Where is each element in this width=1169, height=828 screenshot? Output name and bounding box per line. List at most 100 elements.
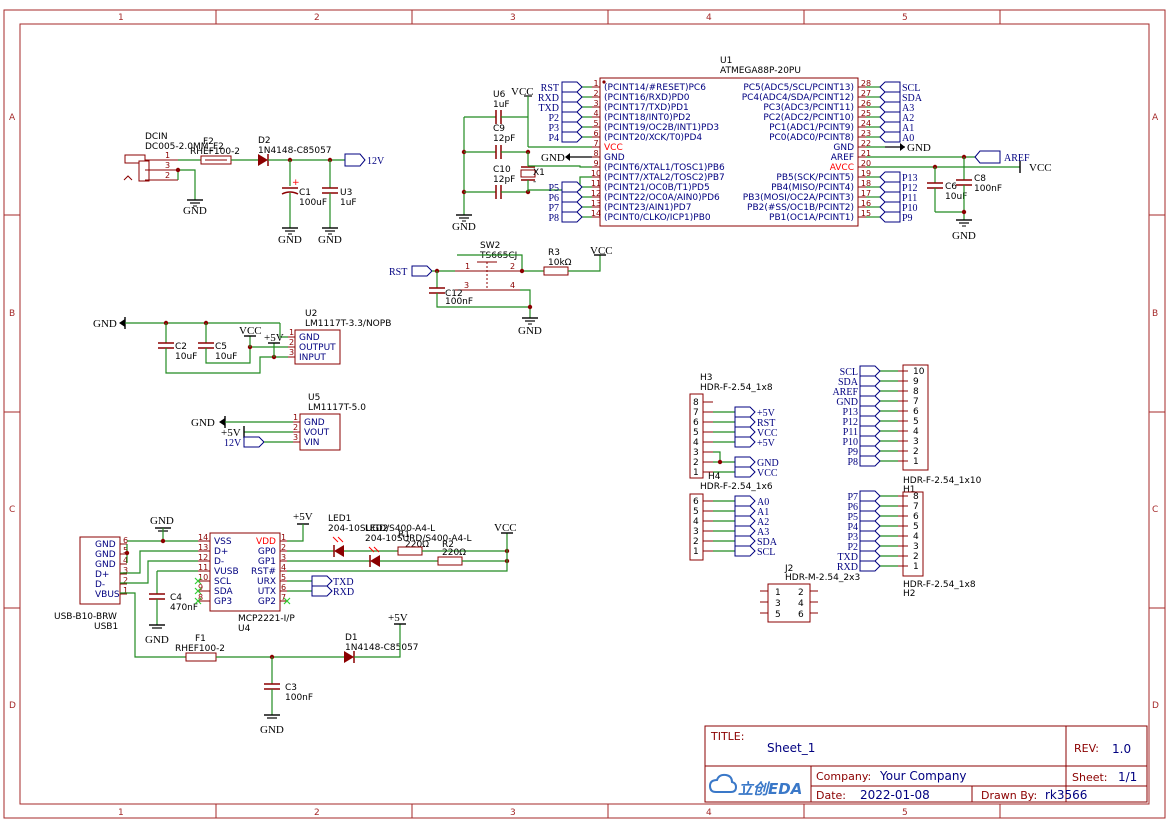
led-led2[interactable] — [368, 546, 380, 567]
net-port-aref — [974, 150, 1001, 164]
resistor-r1[interactable] — [397, 546, 423, 556]
header-net-label: GND — [757, 458, 779, 469]
header-net-label: P12 — [842, 417, 858, 428]
cap-c6[interactable] — [927, 182, 943, 189]
u4-pin-name: GP2 — [258, 597, 276, 607]
regulator-u5[interactable] — [299, 413, 341, 451]
dc-jack-symbol[interactable] — [123, 154, 178, 182]
cap-c8[interactable] — [956, 179, 972, 186]
header-net-label: P9 — [847, 447, 858, 458]
header-pin-num: 4 — [693, 438, 699, 448]
net-label: P9 — [902, 213, 913, 224]
fuse-f1[interactable] — [185, 652, 217, 662]
svg-text:5: 5 — [775, 610, 781, 620]
header-net-label: P5 — [847, 512, 858, 523]
header-net-label: P3 — [847, 532, 858, 543]
net-label: SCL — [902, 83, 920, 94]
cap-c1[interactable] — [281, 187, 299, 195]
row-label-d-right: D — [1152, 701, 1159, 711]
net-port — [879, 201, 901, 213]
cap-c12[interactable] — [429, 287, 445, 294]
f1-ref: F1 — [195, 634, 206, 644]
resistor-r2[interactable] — [437, 556, 463, 566]
led-led1[interactable] — [332, 536, 344, 557]
u4-pin-num: 8 — [198, 593, 203, 602]
usb-connector-usb1[interactable] — [79, 536, 121, 605]
gnd-symbol-reset: GND — [518, 317, 542, 337]
c5-ref: C5 — [215, 342, 227, 352]
header-pin-num: 9 — [913, 377, 919, 387]
svg-text:4: 4 — [798, 599, 804, 609]
u1-pin-num: 23 — [861, 129, 871, 138]
net-port — [561, 111, 583, 123]
h1-value: HDR-F-2.54_1x10 — [903, 476, 982, 486]
vcc-label-r3: VCC — [590, 245, 613, 257]
cap-c10[interactable] — [495, 185, 502, 199]
usb-bridge-u4[interactable] — [209, 532, 281, 612]
u1-pin-num: 12 — [591, 189, 601, 198]
net-12v-u5-label: 12V — [224, 438, 242, 449]
mcu-u1[interactable]: U1 ATMEGA88P-20PU 1(PCINT14/#RESET)PC62(… — [591, 56, 871, 227]
resistor-r3[interactable] — [543, 266, 569, 276]
net-label: P6 — [548, 193, 559, 204]
date-value: 2022-01-08 — [860, 788, 930, 802]
cap-u3[interactable] — [322, 187, 338, 194]
c9-ref: C9 — [493, 124, 505, 134]
u4-pin-num: 12 — [198, 553, 208, 562]
c9-value: 12pF — [493, 134, 515, 144]
d1-ref: D1 — [345, 633, 358, 643]
row-label-b: B — [9, 309, 15, 319]
header-h1[interactable]: HDR-F-2.54_1x10 H1 10SCL9SDA8AREF7GND6P1… — [832, 364, 982, 495]
svg-text:GND: GND — [299, 333, 320, 343]
net-port — [561, 181, 583, 193]
u4-pin-num: 10 — [198, 573, 208, 582]
header-pin-num: 7 — [913, 502, 919, 512]
title-block: TITLE: Sheet_1 REV: 1.0 Company: Your Co… — [704, 725, 1148, 803]
header-h2[interactable]: HDR-F-2.54_1x8 H2 8P77P66P55P44P33P22TXD… — [837, 490, 976, 599]
u1-pin-name: (PCINT18/INT0)PD2 — [604, 113, 691, 123]
net-port — [879, 211, 901, 223]
cap-c3[interactable] — [264, 683, 280, 690]
cap-u6[interactable] — [495, 110, 502, 124]
net-port — [561, 211, 583, 223]
x1-ref: X1 — [533, 168, 545, 178]
regulator-u2[interactable] — [294, 329, 341, 365]
header-net-label: VCC — [757, 428, 778, 439]
header-j2[interactable]: J2 HDR-M-2.54_2x3 1 2 3 4 5 6 — [760, 564, 860, 623]
u1-pin-name: PC1(ADC1/PCINT9) — [769, 123, 854, 133]
header-pin-num: 5 — [913, 522, 919, 532]
cap-c4[interactable] — [149, 593, 165, 600]
dcin-pin-1: 1 — [165, 151, 170, 160]
r3-ref: R3 — [548, 248, 560, 258]
u4-pin-name: VSS — [214, 537, 232, 547]
c4-ref: C4 — [170, 593, 182, 603]
u1-pin-num: 4 — [593, 109, 598, 118]
u1-pin-name: (PCINT14/#RESET)PC6 — [604, 83, 706, 93]
net-12v-label: 12V — [367, 156, 385, 167]
net-label: P11 — [902, 193, 917, 204]
c10-ref: C10 — [493, 165, 511, 175]
cap-c9[interactable] — [495, 145, 502, 159]
c6-value: 10uF — [945, 192, 967, 202]
cap-c2[interactable] — [158, 342, 174, 349]
u1-pin-num: 10 — [591, 169, 601, 178]
u1-pin-name: PC2(ADC2/PCINT10) — [763, 113, 854, 123]
gnd-symbol-c3: GND — [260, 714, 284, 736]
u1-pin-name: AREF — [831, 153, 854, 163]
gnd-label-u2: GND — [93, 318, 117, 330]
col-label-1-bottom: 1 — [118, 808, 124, 818]
net-label: P2 — [548, 113, 559, 124]
cap-c5[interactable] — [198, 342, 214, 349]
u4-pin-num: 11 — [198, 563, 208, 572]
switch-sw2[interactable] — [455, 261, 520, 291]
header-net-label: P8 — [847, 457, 858, 468]
dcin-pin-2: 2 — [165, 171, 170, 180]
title-value: Sheet_1 — [767, 741, 815, 755]
c5-value: 10uF — [215, 352, 237, 362]
header-pin-num: 4 — [913, 532, 919, 542]
u4-pin-num: 2 — [281, 543, 286, 552]
u1-pin-num: 11 — [591, 179, 601, 188]
dc-input-section: DCIN DC005-2.0MM_F2 1 3 2 GND F2 RHEF100… — [123, 132, 385, 246]
